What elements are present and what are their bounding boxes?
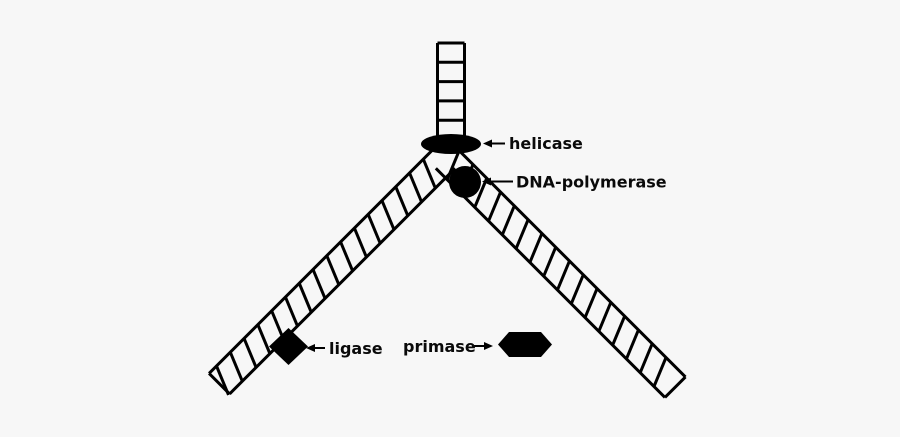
dna-polymerase-arrow [482,177,513,186]
ligase-diamond-icon [269,328,308,365]
dna-polymerase-label: DNA-polymerase [516,173,667,192]
helicase-ellipse-icon [421,134,481,154]
dna-polymerase-arrowhead-icon [482,177,491,186]
helicase-label: helicase [509,134,583,153]
parent-dna-ladder [436,41,466,145]
ligase-label: ligase [329,339,383,358]
left-strand-ladder [208,146,457,396]
ligase-arrow [306,344,325,352]
primase-arrow [472,342,493,350]
primase-label: primase [403,337,476,356]
primase-arrowhead-icon [484,342,493,350]
dna-polymerase-circle-icon [449,166,481,198]
helicase-arrowhead-icon [483,139,492,148]
ligase-arrowhead-icon [306,344,315,352]
primase-hexagon-icon [498,332,552,357]
helicase-arrow [483,139,505,148]
